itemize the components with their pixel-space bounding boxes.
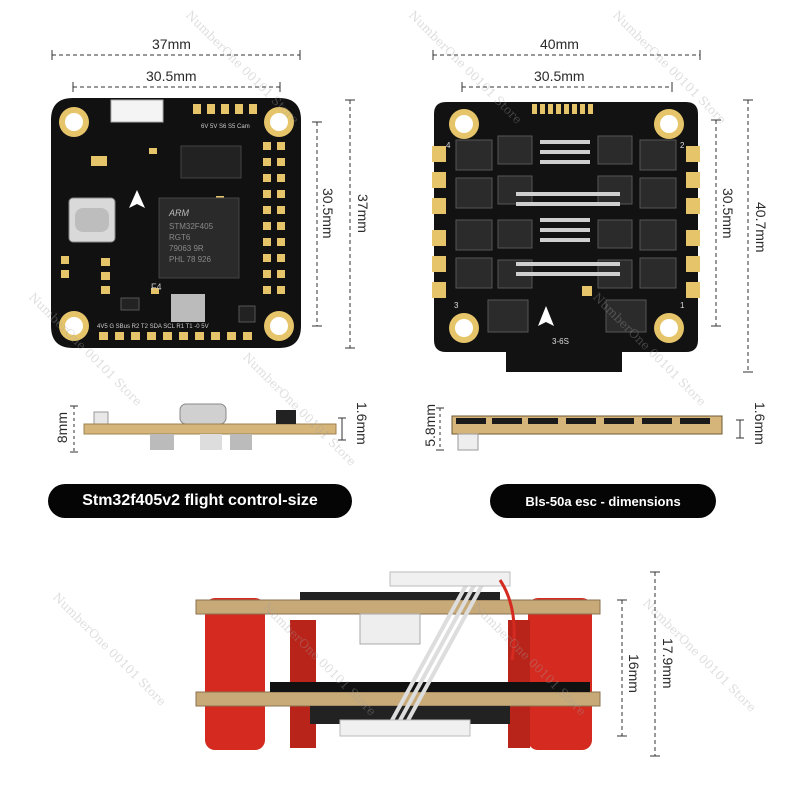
stack-gap-label: 16mm [626, 654, 642, 693]
fc-chip-line3: 79063 9R [169, 244, 204, 253]
fc-board: ARM STM32F405 RGT6 79063 9R PHL 78 926 F… [51, 98, 301, 348]
fc-width-label: 37mm [152, 36, 191, 52]
esc-motor-1: 1 [680, 301, 685, 310]
esc-motor-2: 2 [680, 141, 685, 150]
fc-chip-line2: RGT6 [169, 233, 191, 242]
fc-pad-labels-top: 6V 5V S6 S5 Cam [201, 124, 250, 130]
fc-chip-line4: PHL 78 926 [169, 255, 212, 264]
esc-board: 3-6S 4 2 3 1 [432, 102, 700, 372]
esc-height-label: 40.7mm [753, 202, 769, 253]
fc-chip-line1: STM32F405 [169, 222, 214, 231]
fc-chip-brand: ARM [168, 208, 190, 218]
fc-vertical-hole-label: 30.5mm [320, 188, 336, 239]
stack-total-label: 17.9mm [660, 638, 676, 689]
fc-hole-spacing-label: 30.5mm [146, 68, 197, 84]
esc-hole-spacing-label: 30.5mm [534, 68, 585, 84]
esc-vertical-hole-label: 30.5mm [720, 188, 736, 239]
esc-thickness-label: 1.6mm [752, 402, 768, 445]
fc-thickness-label: 1.6mm [354, 402, 370, 445]
esc-voltage-label: 3-6S [552, 337, 569, 346]
fc-height-label: 37mm [355, 194, 371, 233]
fc-caption: Stm32f405v2 flight control-size [48, 484, 352, 518]
esc-motor-3: 3 [454, 301, 459, 310]
esc-motor-4: 4 [446, 141, 451, 150]
esc-width-label: 40mm [540, 36, 579, 52]
esc-caption: Bls-50a esc - dimensions [490, 484, 716, 518]
fc-pad-labels-bottom: 4V5 G SBus R2 T2 SDA SCL R1 T1 -0 5V [97, 324, 209, 330]
fc-board-marker: F4 [151, 282, 162, 292]
